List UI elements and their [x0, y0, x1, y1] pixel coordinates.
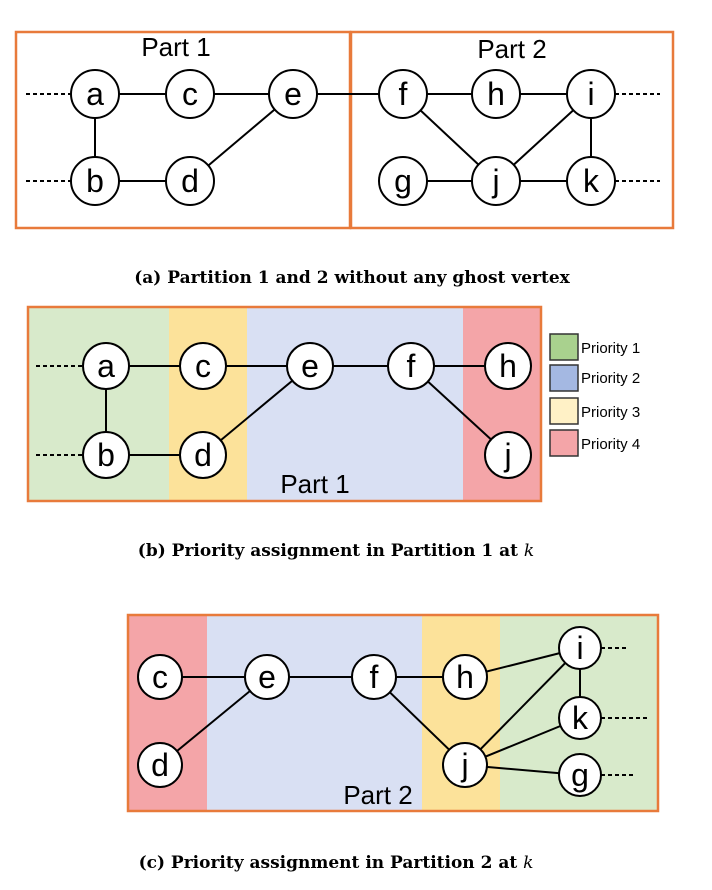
node-d: d [137, 742, 183, 788]
svg-text:j: j [503, 437, 511, 473]
caption-b: (b) Priority assignment in Partition 1 a… [138, 541, 534, 561]
node-b: b [70, 156, 120, 206]
svg-text:g: g [571, 757, 589, 793]
svg-text:c: c [152, 659, 168, 695]
svg-text:c: c [182, 76, 198, 112]
node-f: f [351, 654, 397, 700]
panel-b: a b c d e f h j Part 1 Priority 1 Priori… [26, 305, 640, 561]
node-a: a [82, 342, 130, 390]
legend-label-2: Priority 2 [581, 370, 640, 387]
svg-text:a: a [86, 76, 104, 112]
node-a: a [70, 69, 120, 119]
svg-text:e: e [284, 76, 302, 112]
panel-c: c d e f h j i k g Part 2 (c) Priority as… [126, 613, 660, 873]
svg-text:g: g [394, 163, 412, 199]
caption-a: (a) Partition 1 and 2 without any ghost … [134, 268, 570, 288]
svg-text:b: b [86, 163, 104, 199]
svg-text:i: i [587, 76, 594, 112]
edge-j-i [464, 647, 581, 766]
node-k: k [558, 696, 602, 740]
node-e: e [286, 342, 334, 390]
svg-text:f: f [399, 76, 408, 112]
node-h: h [471, 69, 521, 119]
node-j: j [442, 742, 488, 788]
legend-label-4: Priority 4 [581, 436, 640, 453]
part1-label: Part 1 [141, 32, 210, 62]
part2-label: Part 2 [477, 34, 546, 64]
legend-label-3: Priority 3 [581, 404, 640, 421]
partition-1-frame [26, 305, 543, 503]
svg-text:k: k [572, 700, 589, 736]
node-i: i [566, 69, 616, 119]
legend-swatch-3 [549, 397, 579, 425]
part2-frame [349, 30, 675, 230]
node-g: g [378, 156, 428, 206]
svg-text:a: a [97, 348, 115, 384]
svg-text:h: h [487, 76, 505, 112]
node-j: j [484, 431, 532, 479]
part2-label: Part 2 [343, 780, 412, 810]
node-k: k [566, 156, 616, 206]
svg-text:j: j [460, 747, 468, 783]
priority-legend: Priority 1 Priority 2 Priority 3 Priorit… [549, 333, 640, 457]
svg-text:d: d [151, 747, 169, 783]
node-j: j [471, 156, 521, 206]
svg-text:i: i [576, 630, 583, 666]
svg-text:f: f [407, 348, 416, 384]
node-h: h [442, 654, 488, 700]
node-h: h [484, 342, 532, 390]
node-d: d [179, 431, 227, 479]
svg-text:b: b [97, 437, 115, 473]
node-d: d [165, 156, 215, 206]
edge-d-e [159, 676, 268, 766]
svg-text:d: d [194, 437, 212, 473]
svg-text:h: h [456, 659, 474, 695]
node-g: g [558, 753, 602, 797]
node-b: b [82, 431, 130, 479]
legend-swatch-4 [549, 429, 579, 457]
svg-text:j: j [491, 163, 499, 199]
partition-2-frame [126, 613, 660, 813]
node-f: f [387, 342, 435, 390]
legend-label-1: Priority 1 [581, 340, 640, 357]
node-i: i [558, 626, 602, 670]
node-e: e [244, 654, 290, 700]
node-e: e [268, 69, 318, 119]
node-c: c [165, 69, 215, 119]
svg-text:f: f [370, 659, 379, 695]
priority-2-band [207, 615, 422, 811]
svg-text:h: h [499, 348, 517, 384]
priority-2-band [247, 307, 463, 501]
node-c: c [137, 654, 183, 700]
svg-text:d: d [181, 163, 199, 199]
node-c: c [179, 342, 227, 390]
legend-swatch-1 [549, 333, 579, 361]
caption-c: (c) Priority assignment in Partition 2 a… [139, 853, 534, 873]
legend-swatch-2 [549, 364, 579, 392]
panel-a: Part 1 Part 2 a b c d e f g h i j k (a) … [14, 30, 675, 288]
svg-text:e: e [258, 659, 276, 695]
svg-text:k: k [583, 163, 600, 199]
svg-text:e: e [301, 348, 319, 384]
svg-text:c: c [195, 348, 211, 384]
node-f: f [378, 69, 428, 119]
part1-label: Part 1 [280, 469, 349, 499]
